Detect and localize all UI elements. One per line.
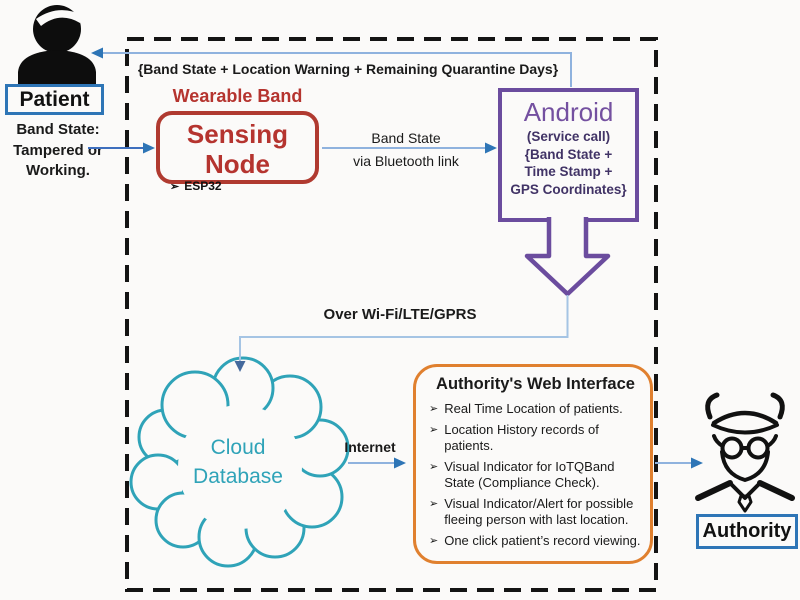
web-interface-box: Authority's Web Interface ➢ Real Time Lo…	[413, 364, 653, 564]
list-item: ➢ One click patient’s record viewing.	[429, 533, 641, 548]
arrow-bullet-icon: ➢	[429, 535, 439, 547]
wearable-band-label: Wearable Band	[172, 86, 303, 106]
arrow-bullet-icon: ➢	[429, 498, 439, 510]
feedback-data-label: {Band State + Location Warning + Remaini…	[137, 61, 559, 77]
bluetooth-link-label: Band State via Bluetooth link	[353, 130, 459, 169]
android-title: Android	[523, 97, 614, 127]
bluetooth-arrowhead-icon	[485, 142, 497, 154]
patient-label-box: Patient	[5, 84, 104, 115]
sensing-node-bullet: ➢ESP32	[170, 179, 222, 193]
arrow-bullet-icon: ➢	[429, 403, 439, 415]
internet-arrowhead-icon	[394, 457, 406, 469]
sensing-node-box: Sensing Node ➢ESP32	[156, 111, 319, 193]
patient-band-state-text: Band State: Tampered or Working.	[13, 121, 103, 180]
sensing-node-title: Sensing Node	[186, 119, 289, 179]
web-interface-feature-list: ➢ Real Time Location of patients. ➢ Loca…	[429, 401, 642, 549]
authority-icon	[692, 390, 798, 514]
internet-label: Internet	[344, 439, 396, 455]
list-item: ➢ Location History records of patients.	[429, 422, 599, 453]
patient-arrowhead-icon	[143, 142, 155, 154]
cloud-database-label: Cloud Database	[193, 436, 283, 488]
wifi-transport-label: Over Wi-Fi/LTE/GPRS	[323, 306, 477, 323]
android-downlink-block-arrow	[524, 217, 611, 297]
arrow-bullet-icon: ➢	[429, 424, 439, 436]
list-item: ➢ Real Time Location of patients.	[429, 401, 623, 416]
patient-icon	[14, 2, 100, 84]
web-interface-title: Authority's Web Interface	[436, 375, 635, 393]
list-item: ➢ Visual Indicator/Alert for possible fl…	[429, 496, 634, 527]
arrow-bullet-icon: ➢	[429, 461, 439, 473]
authority-label: Authority	[702, 520, 792, 542]
patient-label: Patient	[19, 87, 90, 111]
cloud-arrowhead-icon	[234, 361, 246, 372]
arrow-bullet-icon: ➢	[170, 181, 180, 193]
list-item: ➢ Visual Indicator for IoTQBand State (C…	[429, 459, 615, 490]
authority-label-box: Authority	[696, 514, 798, 549]
android-box: Android (Service call) {Band State + Tim…	[498, 88, 639, 222]
